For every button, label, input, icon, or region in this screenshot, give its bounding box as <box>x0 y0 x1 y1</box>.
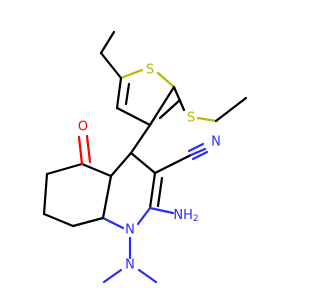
bond <box>214 96 248 123</box>
amino-group-label: NH2 <box>173 208 198 225</box>
bond <box>99 51 123 80</box>
bond <box>156 176 164 208</box>
bond <box>77 135 84 166</box>
nitrogen-ring-label: N <box>125 223 135 238</box>
bond <box>42 172 49 216</box>
bond <box>45 162 84 176</box>
molecule-structure: S S O N NH2 N N <box>42 30 248 284</box>
bond <box>85 134 92 164</box>
bond <box>156 71 176 89</box>
bond <box>124 82 131 106</box>
bond <box>148 206 175 215</box>
sulfur-ring-label: S <box>146 63 154 78</box>
bond <box>129 123 152 155</box>
bond <box>172 85 186 112</box>
bond <box>196 116 218 123</box>
oxygen-ketone-label: O <box>78 120 88 135</box>
bond <box>129 151 157 175</box>
bond <box>71 216 105 228</box>
bond <box>148 85 176 127</box>
bond-layer <box>42 30 248 284</box>
amino-subscript: 2 <box>193 214 199 224</box>
atom-labels: S S O N NH2 N N <box>78 63 221 273</box>
nitrogen-dimethyl-label: N <box>125 258 135 273</box>
bond <box>137 268 158 284</box>
bond <box>153 153 193 175</box>
bond <box>191 150 209 161</box>
nitrogen-nitrile-label: N <box>211 135 221 150</box>
bond <box>187 142 205 153</box>
bond <box>119 68 144 80</box>
bond <box>42 212 75 228</box>
bond <box>115 106 152 127</box>
sulfur-thioether-label: S <box>187 111 195 126</box>
bond <box>115 76 123 110</box>
amino-main-text: NH <box>173 208 193 223</box>
bond <box>109 151 133 178</box>
bond <box>136 206 152 226</box>
bond <box>189 147 207 157</box>
bond <box>101 216 125 230</box>
bond <box>80 162 113 178</box>
bond <box>99 30 116 55</box>
bond <box>158 98 182 120</box>
bond <box>102 268 123 284</box>
bond <box>148 171 157 210</box>
bond <box>101 174 113 220</box>
